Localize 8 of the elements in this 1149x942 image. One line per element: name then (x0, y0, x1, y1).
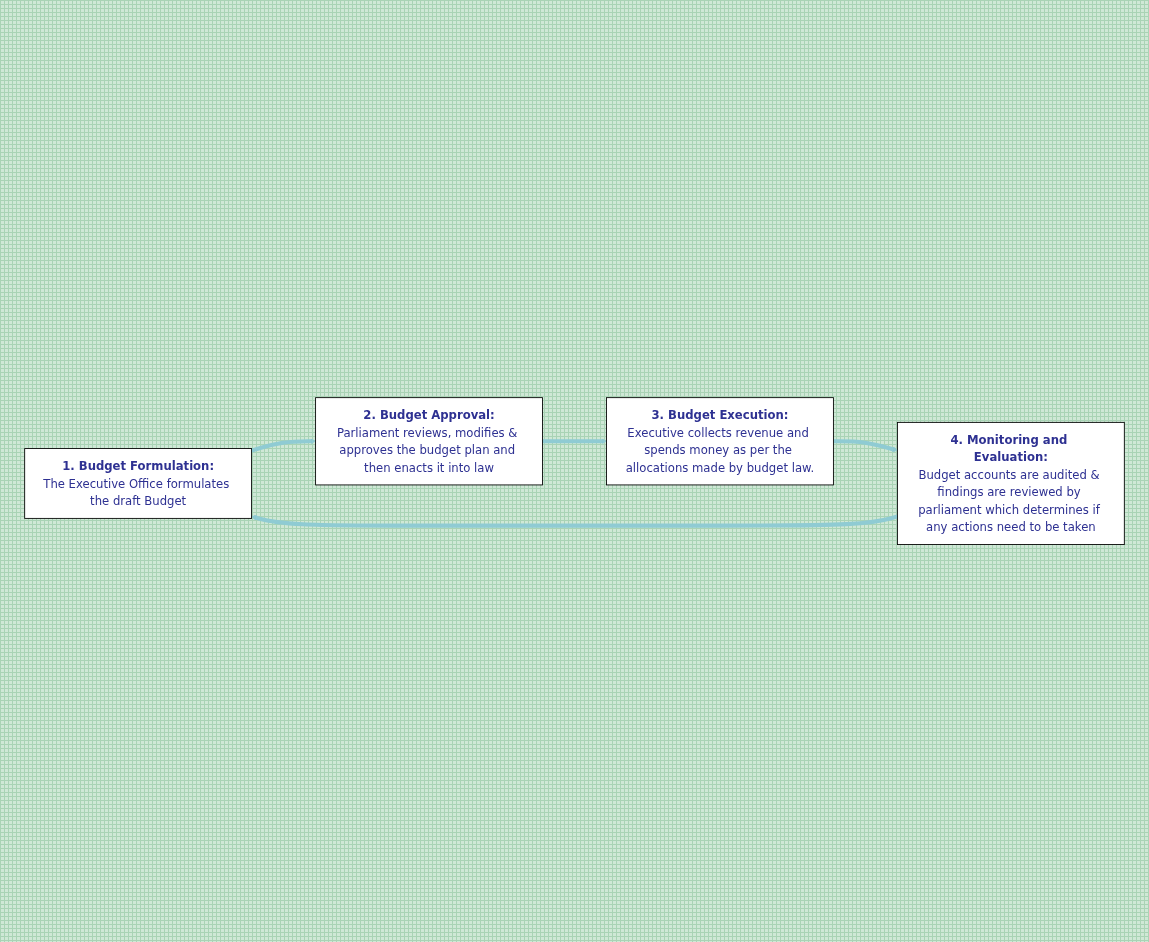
node-box: 3. Budget Execution: Executive collects revenue and spends money as per the allocations made by budget law. (606, 397, 834, 486)
node-box: 1. Budget Formulation: The Executive Office formulates the draft Budget (24, 448, 253, 519)
node-box: 4. Monitoring and Evaluation: Budget accounts are audited & findings are reviewed by parliament which determines if any actions need to be taken (896, 421, 1125, 545)
arrow (542, 438, 607, 444)
arrow (251, 438, 316, 453)
arrow (251, 514, 898, 528)
node-box: 2. Budget Approval: Parliament reviews, modifies & approves the budget plan and then enacts it into law (315, 397, 543, 486)
arrow (833, 439, 898, 452)
